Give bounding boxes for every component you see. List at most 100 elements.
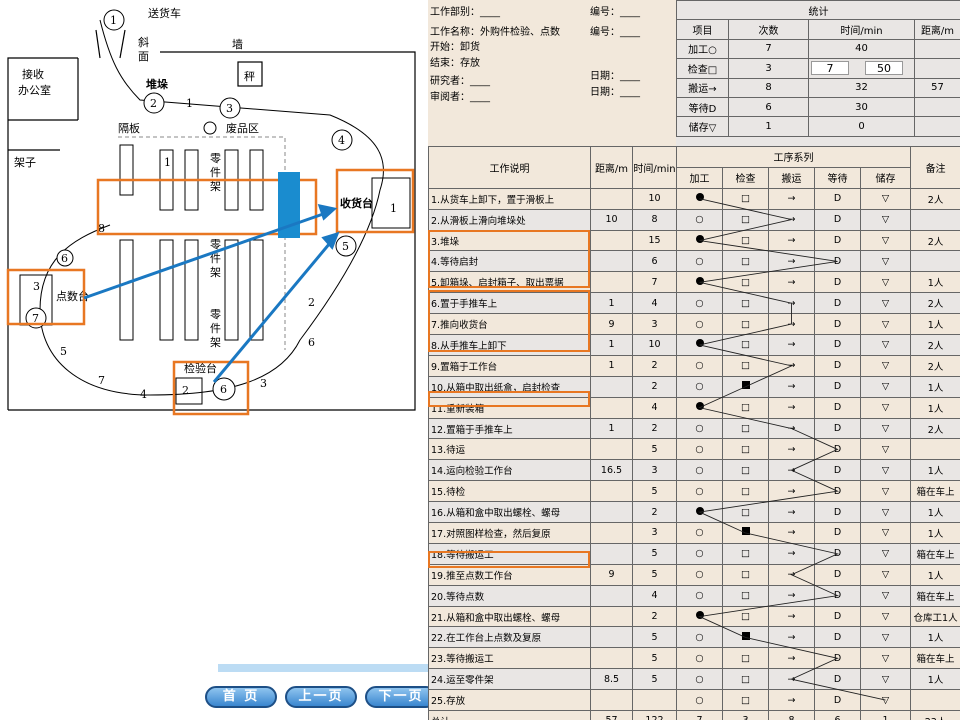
row-dist bbox=[590, 396, 633, 419]
store-symbol-icon: ▽ bbox=[881, 652, 890, 664]
statistics-table: 统计 项目 次数 时间/min 距离/m 加工○ 7 40 检查□ 3 bbox=[676, 0, 960, 137]
cell-move: → bbox=[768, 375, 815, 398]
cell-wait: D bbox=[814, 605, 861, 628]
date-field-1: 日期：____ bbox=[590, 71, 640, 82]
svg-text:堆垛: 堆垛 bbox=[146, 77, 169, 91]
row-desc: 20.等待点数 bbox=[428, 584, 591, 607]
cell-insp: □ bbox=[722, 229, 769, 252]
wait-symbol-icon: D bbox=[833, 694, 842, 706]
row-dist bbox=[590, 480, 633, 503]
wait-symbol-icon: D bbox=[833, 443, 842, 455]
insp-symbol-icon: □ bbox=[741, 652, 750, 664]
svg-text:1: 1 bbox=[164, 156, 171, 169]
stats-input-2[interactable]: 50 bbox=[865, 61, 903, 76]
svg-text:1: 1 bbox=[186, 97, 193, 110]
row-time: 6 bbox=[632, 250, 677, 273]
insp-symbol-icon: □ bbox=[741, 548, 750, 560]
row-time: 5 bbox=[632, 563, 677, 586]
row-time: 10 bbox=[632, 334, 677, 356]
cell-insp: □ bbox=[722, 271, 769, 294]
cell-wait: D bbox=[814, 375, 861, 398]
store-symbol-icon: ▽ bbox=[881, 318, 890, 330]
wait-symbol-icon: D bbox=[833, 631, 842, 643]
cell-move: → bbox=[768, 313, 815, 336]
insp-symbol-icon: □ bbox=[741, 464, 750, 476]
wait-symbol-icon: D bbox=[833, 339, 842, 351]
svg-text:收货台: 收货台 bbox=[340, 196, 373, 210]
stats-time-inputs: 7 50 bbox=[808, 58, 915, 79]
row-dist bbox=[590, 522, 633, 544]
row-note: 1人 bbox=[910, 626, 960, 649]
wait-symbol-icon: D bbox=[833, 673, 842, 685]
row-time: 2 bbox=[632, 417, 677, 440]
cell-wait: D bbox=[814, 417, 861, 440]
store-symbol-icon: ▽ bbox=[881, 423, 890, 435]
row-note: 箱在车上 bbox=[910, 647, 960, 670]
store-symbol-icon: ▽ bbox=[881, 339, 890, 351]
stats-count: 6 bbox=[728, 96, 809, 118]
cell-move: → bbox=[768, 438, 815, 461]
home-button[interactable]: 首 页 bbox=[205, 686, 277, 708]
row-dist bbox=[590, 626, 633, 649]
proc-symbol-icon: ○ bbox=[695, 673, 704, 685]
prev-page-button[interactable]: 上一页 bbox=[285, 686, 357, 708]
cell-insp: □ bbox=[722, 459, 769, 482]
stats-col-dist: 距离/m bbox=[914, 19, 960, 40]
svg-text:零: 零 bbox=[210, 308, 221, 321]
proc-symbol-icon: ○ bbox=[695, 485, 704, 497]
cell-move: → bbox=[768, 229, 815, 252]
insp-symbol-icon: □ bbox=[741, 255, 750, 267]
row-desc: 18.等待搬运工 bbox=[428, 542, 591, 565]
svg-text:隔板: 隔板 bbox=[118, 121, 140, 135]
row-desc: 22.在工作台上点数及复原 bbox=[428, 626, 591, 649]
store-symbol-icon: ▽ bbox=[881, 214, 890, 226]
row-time: 5 bbox=[632, 626, 677, 649]
svg-text:3: 3 bbox=[260, 377, 267, 390]
stats-input-1[interactable]: 7 bbox=[811, 61, 849, 76]
cell-wait: D bbox=[814, 313, 861, 336]
cell-store: ▽ bbox=[859, 229, 912, 252]
svg-text:6: 6 bbox=[220, 383, 227, 396]
cell-proc bbox=[676, 605, 723, 628]
row-note: 1人 bbox=[910, 563, 960, 586]
row-desc: 19.推至点数工作台 bbox=[428, 563, 591, 586]
row-dist: 1 bbox=[590, 334, 633, 356]
wait-symbol-icon: D bbox=[833, 235, 842, 246]
svg-text:件: 件 bbox=[210, 322, 221, 335]
start-field: 开始：卸货 bbox=[430, 42, 480, 53]
stats-title: 统计 bbox=[676, 0, 960, 21]
col-wait: 等待 bbox=[814, 166, 861, 189]
svg-text:墙: 墙 bbox=[232, 37, 243, 51]
cell-move: → bbox=[768, 334, 815, 356]
row-note: 箱在车上 bbox=[910, 542, 960, 565]
cell-wait: D bbox=[814, 292, 861, 315]
insp-symbol-icon: □ bbox=[741, 214, 750, 226]
cell-proc: ○ bbox=[676, 584, 723, 607]
researcher-field: 研究者：____ bbox=[430, 76, 490, 87]
proc-symbol-icon: ○ bbox=[695, 423, 704, 435]
next-page-button[interactable]: 下一页 bbox=[365, 686, 437, 708]
svg-text:1: 1 bbox=[390, 202, 397, 215]
proc-symbol-icon: ○ bbox=[695, 255, 704, 267]
table-highlight-6-8 bbox=[428, 290, 590, 352]
svg-text:6: 6 bbox=[61, 252, 68, 265]
proc-symbol-icon: ○ bbox=[695, 548, 704, 560]
cell-insp: □ bbox=[722, 417, 769, 440]
svg-text:2: 2 bbox=[182, 384, 189, 397]
cell-insp: □ bbox=[722, 480, 769, 503]
move-symbol-icon: → bbox=[787, 276, 796, 288]
stats-item: 加工○ bbox=[676, 38, 729, 60]
stats-count: 7 bbox=[728, 38, 809, 60]
svg-text:斜: 斜 bbox=[138, 36, 149, 49]
insp-symbol-icon: □ bbox=[741, 673, 750, 685]
stats-item: 等待D bbox=[676, 96, 729, 118]
inspection-selected-icon bbox=[741, 631, 750, 640]
svg-text:架: 架 bbox=[210, 180, 221, 193]
col-desc: 工作说明 bbox=[428, 146, 591, 189]
store-symbol-icon: ▽ bbox=[881, 297, 890, 309]
row-time: 5 bbox=[632, 542, 677, 565]
insp-symbol-icon: □ bbox=[741, 402, 750, 414]
cell-insp: □ bbox=[722, 396, 769, 419]
